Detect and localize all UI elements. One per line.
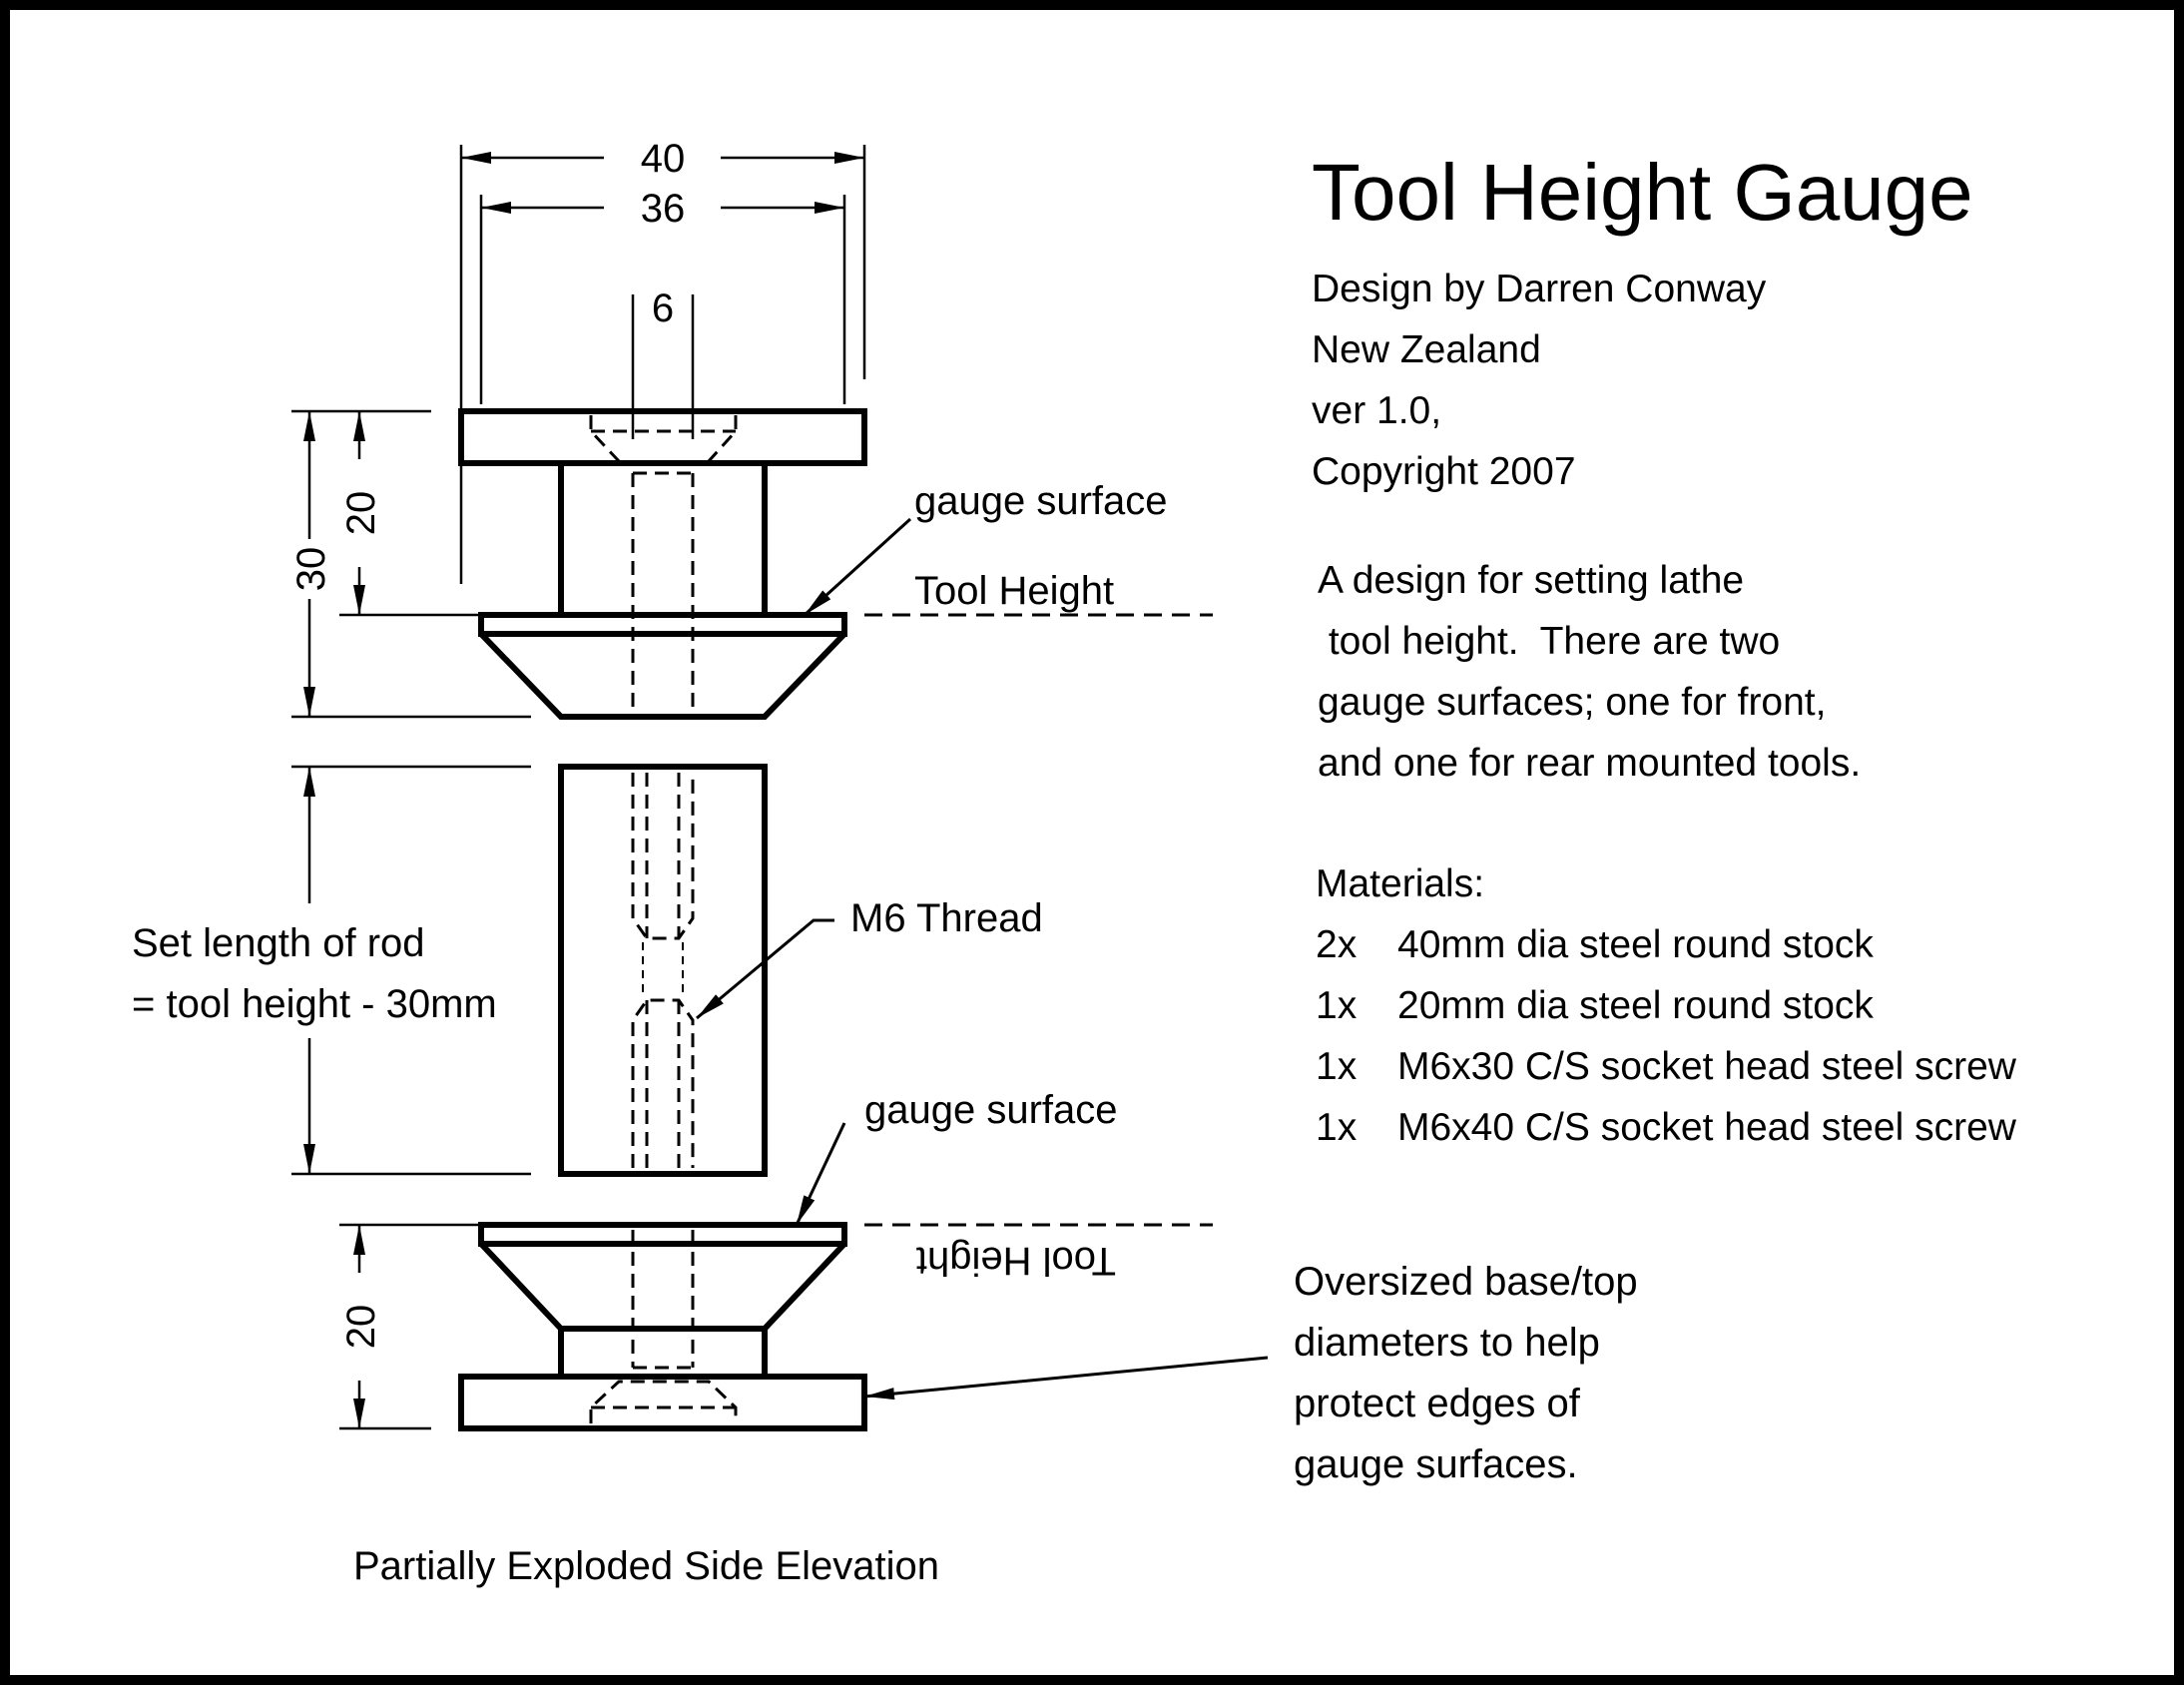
rod-body [558, 764, 768, 1177]
description-line-1: A design for setting lathe [1318, 559, 1744, 602]
dim-bore: 6 [652, 286, 674, 330]
top-body [558, 460, 768, 618]
top-gauge-disc [478, 612, 847, 637]
material-item-1: 40mm dia steel round stock [1397, 923, 1874, 966]
top-cone [478, 631, 847, 720]
material-item-3: M6x30 C/S socket head steel screw [1397, 1045, 2017, 1088]
credit-line-4: Copyright 2007 [1312, 450, 1576, 493]
label-tool-height-top: Tool Height [914, 569, 1114, 613]
material-qty-3: 1x [1316, 1045, 1358, 1088]
label-gauge-surface-bottom: gauge surface [864, 1088, 1118, 1132]
bottom-assembly [458, 1222, 867, 1431]
material-qty-1: 2x [1316, 923, 1358, 966]
credit-line-3: ver 1.0, [1312, 389, 1441, 432]
description-line-4: and one for rear mounted tools. [1318, 742, 1861, 785]
credit-line-2: New Zealand [1312, 328, 1541, 371]
leader-gauge-surface-top [803, 517, 912, 617]
rod-thread-hidden-bottom [631, 998, 695, 1168]
top-assembly [458, 408, 867, 720]
dimension-lines [291, 145, 1269, 1430]
bottom-bore-hidden [631, 1230, 695, 1370]
bottom-body [558, 1326, 768, 1380]
oversized-note-line-2: diameters to help [1294, 1321, 1600, 1365]
caption: Partially Exploded Side Elevation [353, 1544, 939, 1588]
rod-note-line-1: Set length of rod [132, 921, 425, 965]
dim-bottom-height: 20 [339, 1305, 383, 1350]
credit-line-1: Design by Darren Conway [1312, 268, 1767, 310]
rod [558, 764, 768, 1177]
material-item-2: 20mm dia steel round stock [1397, 984, 1874, 1027]
dim-width-outer: 40 [641, 137, 686, 181]
oversized-note-line-4: gauge surfaces. [1294, 1442, 1578, 1486]
bottom-cone [478, 1241, 847, 1332]
top-flange [458, 408, 867, 466]
label-tool-height-bottom: Tool Height [916, 1239, 1116, 1283]
top-bore-hidden [631, 471, 695, 715]
leader-m6-thread [696, 918, 834, 1020]
rod-thread-hidden-top [631, 773, 695, 940]
base-countersink-hidden [589, 1380, 738, 1423]
oversized-note-line-3: protect edges of [1294, 1382, 1581, 1425]
leader-oversized [863, 1356, 1269, 1401]
rod-note-line-2: = tool height - 30mm [132, 982, 497, 1026]
description-line-2: tool height. There are two [1318, 620, 1780, 663]
rod-bore-hidden-middle [642, 942, 684, 996]
oversized-note-line-1: Oversized base/top [1294, 1260, 1638, 1304]
material-qty-2: 1x [1316, 984, 1358, 1027]
description-line-3: gauge surfaces; one for front, [1318, 681, 1826, 724]
dim-top-height-body: 20 [339, 491, 383, 536]
bottom-gauge-disc [478, 1222, 847, 1247]
page-title: Tool Height Gauge [1312, 148, 1973, 237]
leader-gauge-surface-bottom [795, 1122, 846, 1226]
dim-top-height-total: 30 [289, 547, 333, 592]
material-qty-4: 1x [1316, 1106, 1358, 1149]
material-item-4: M6x40 C/S socket head steel screw [1397, 1106, 2017, 1149]
label-gauge-surface-top: gauge surface [914, 479, 1168, 523]
materials-heading: Materials: [1316, 862, 1484, 905]
label-m6-thread: M6 Thread [850, 896, 1043, 940]
dim-width-inner: 36 [641, 187, 686, 231]
base-flange [458, 1374, 867, 1431]
top-countersink-hidden [589, 415, 738, 463]
